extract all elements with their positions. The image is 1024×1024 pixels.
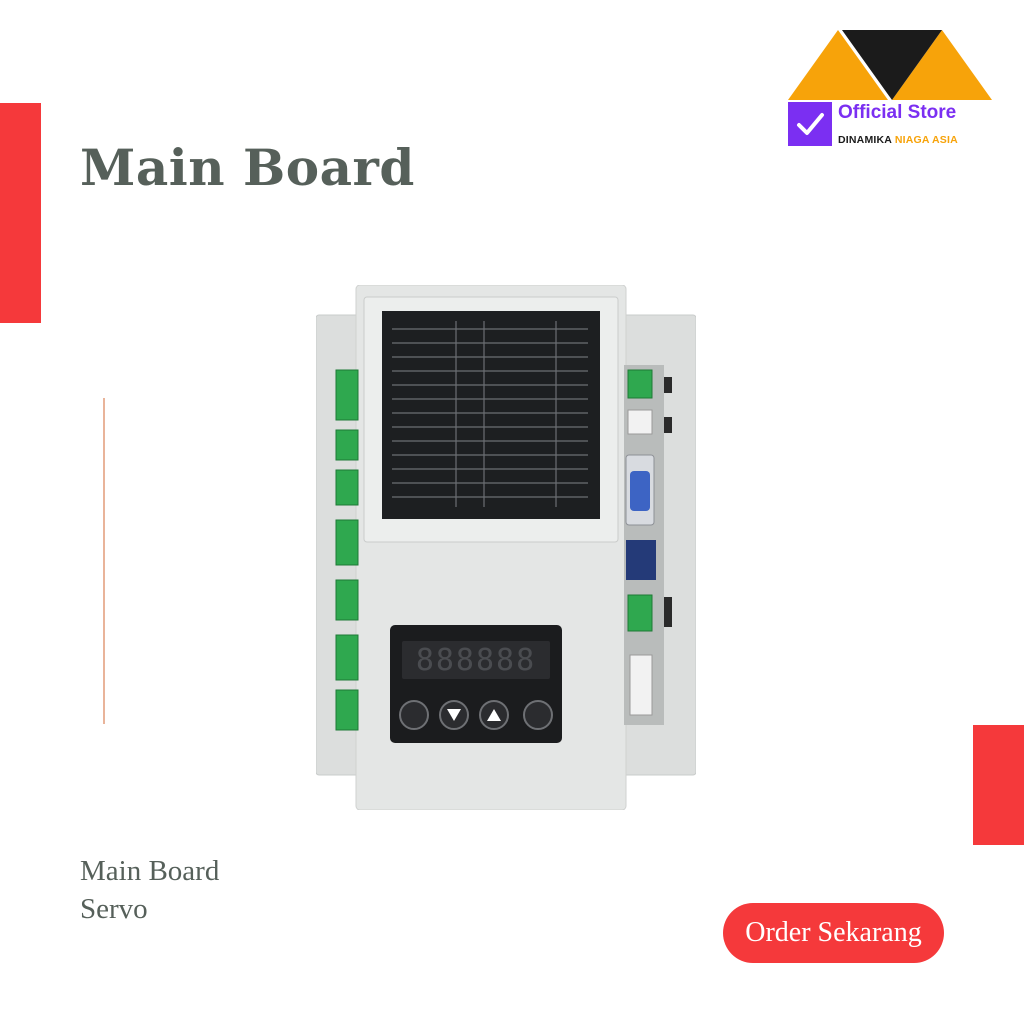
vertical-divider-line xyxy=(103,398,105,724)
page-title: Main Board xyxy=(80,138,415,197)
caption-line-1: Main Board xyxy=(80,855,220,887)
logo-center-triangle xyxy=(842,30,942,100)
main-board-product-image: 888888 xyxy=(316,285,696,810)
company-name: DINAMIKA NIAGA ASIA xyxy=(838,134,958,146)
caption-line-2: Servo xyxy=(80,893,148,925)
product-caption: Main Board Servo xyxy=(80,852,219,928)
down-arrow-icon xyxy=(447,709,461,721)
right-red-accent-bar xyxy=(973,725,1024,845)
up-arrow-icon xyxy=(487,709,501,721)
checkmark-icon xyxy=(788,102,832,146)
official-store-label: Official Store xyxy=(838,102,957,123)
left-red-accent-bar xyxy=(0,103,41,323)
order-now-button[interactable]: Order Sekarang xyxy=(723,903,944,963)
led-display-digits: 888888 xyxy=(416,643,536,678)
official-store-logo: Official Store DINAMIKA NIAGA ASIA xyxy=(788,30,994,152)
